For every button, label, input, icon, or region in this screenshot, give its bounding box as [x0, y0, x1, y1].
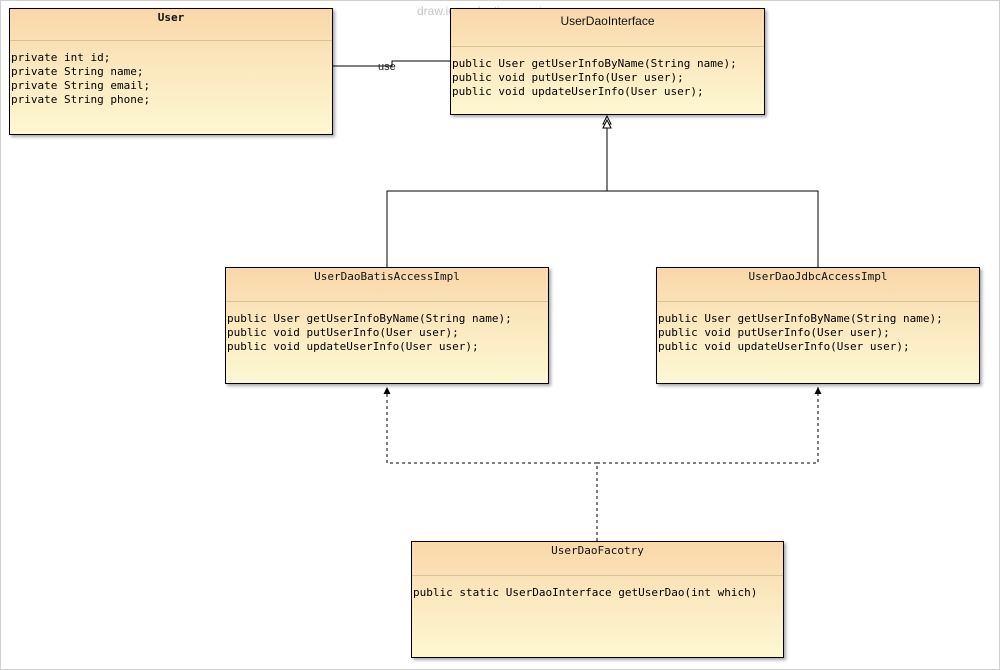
generalization-line-batis[interactable] [386, 124, 608, 267]
class-name: UserDaoJdbcAccessImpl [657, 268, 979, 302]
class-name: UserDaoFacotry [412, 542, 783, 576]
class-name: UserDaoBatisAccessImpl [226, 268, 548, 302]
class-user[interactable]: User private int id; private String name… [9, 8, 333, 135]
operation: public void updateUserInfo(User user); [227, 340, 479, 353]
operation: public void putUserInfo(User user); [227, 326, 459, 339]
class-members: private int id; private String name; pri… [10, 41, 332, 107]
operation: public User getUserInfoByName(String nam… [227, 312, 512, 325]
class-members: public User getUserInfoByName(String nam… [226, 302, 548, 354]
class-name: User [10, 9, 332, 41]
class-members: public User getUserInfoByName(String nam… [657, 302, 979, 354]
operation: public static UserDaoInterface getUserDa… [413, 586, 758, 599]
class-user-dao-factory[interactable]: UserDaoFacotry public static UserDaoInte… [411, 541, 784, 658]
dependency-line-batis[interactable] [383, 387, 598, 541]
attribute: private String email; [11, 79, 151, 92]
attribute: private String phone; [11, 93, 151, 106]
class-members: public User getUserInfoByName(String nam… [451, 47, 764, 99]
class-name: UserDaoInterface [451, 9, 764, 47]
operation: public User getUserInfoByName(String nam… [452, 57, 737, 70]
dependency-line-jdbc[interactable] [597, 387, 822, 464]
association-line[interactable] [333, 60, 450, 67]
class-user-dao-interface[interactable]: UserDaoInterface public User getUserInfo… [450, 8, 765, 115]
generalization-line-jdbc[interactable] [607, 190, 819, 267]
generalization-arrowhead-2 [602, 118, 612, 129]
operation: public User getUserInfoByName(String nam… [658, 312, 943, 325]
operation: public void putUserInfo(User user); [452, 71, 684, 84]
attribute: private int id; [11, 51, 111, 64]
operation: public void updateUserInfo(User user); [658, 340, 910, 353]
attribute: private String name; [11, 65, 144, 78]
class-members: public static UserDaoInterface getUserDa… [412, 576, 783, 600]
association-label: use [378, 61, 396, 73]
class-user-dao-jdbc-access-impl[interactable]: UserDaoJdbcAccessImpl public User getUse… [656, 267, 980, 384]
operation: public void putUserInfo(User user); [658, 326, 890, 339]
operation: public void updateUserInfo(User user); [452, 85, 704, 98]
class-user-dao-batis-access-impl[interactable]: UserDaoBatisAccessImpl public User getUs… [225, 267, 549, 384]
